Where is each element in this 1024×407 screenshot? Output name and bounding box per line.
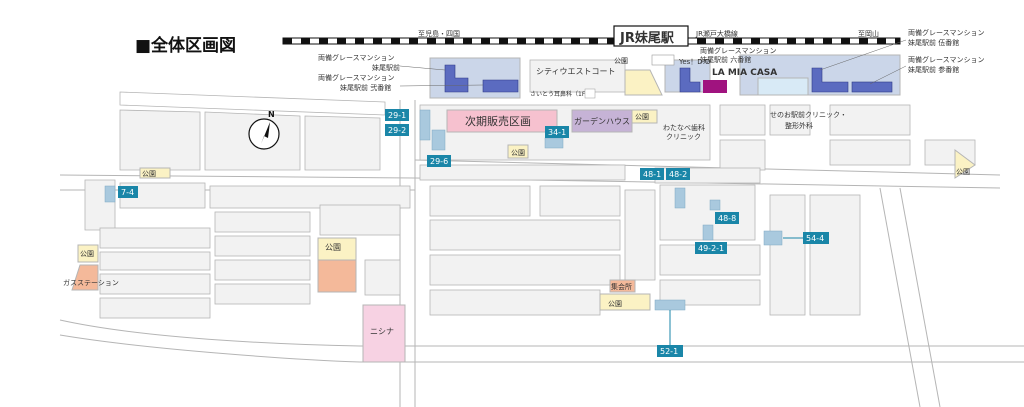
grace-5-leader [819,39,907,71]
community-park [599,293,651,311]
lot-48-8[interactable]: 48-8 [715,212,739,224]
grace-5-building [811,67,849,93]
next-sale-area [446,109,558,133]
gas-station-area [71,264,99,291]
lot-7-4-label: 7-4 [121,188,134,197]
seo-clinic-label-2: 整形外科 [785,121,813,130]
lot-29-6[interactable]: 29-6 [427,155,451,167]
la-mia-casa-label: LA MIA CASA [712,68,777,78]
watanabe-label-2: クリニック [666,133,701,141]
gas-station-label: ガスステーション [63,278,119,287]
lot-48-1-label: 48-1 [643,170,661,179]
middle-blocks [419,164,861,316]
rail-dest-left: 至児島・四国 [418,29,460,38]
lot-29-1[interactable]: 29-1 [385,109,409,121]
community-park-label: 公園 [608,300,622,308]
map-title: ■全体区画図 [135,35,236,56]
station-box [613,25,689,47]
left-top-park [139,167,171,179]
right-park-label: 公園 [956,168,970,176]
grace-1-label: 両備グレースマンション [318,53,394,62]
railway [282,37,901,45]
lot-parcels [104,109,783,311]
station-park [624,69,663,96]
saito-building [584,88,596,99]
lot-52-1[interactable]: 52-1 [657,345,683,357]
lot-48-2[interactable]: 48-2 [666,168,690,180]
la-mia-casa-building [703,80,727,93]
community-hall-label: 集会所 [611,282,632,291]
lot-29-6-label: 29-6 [430,157,448,166]
station-park-label: 公園 [614,57,628,65]
lot-54-4[interactable]: 54-4 [803,232,829,244]
grace-3-label: 両備グレースマンション [908,55,984,64]
north-label: N [268,110,275,119]
left-park-label: 公園 [80,250,94,258]
grace-2-leader [399,84,484,87]
grace-1-label-2: 妹尾駅前 [372,63,400,72]
nishina-label: ニシナ [370,327,394,336]
lot-7-4[interactable]: 7-4 [118,186,138,198]
lot-49-2-1-label: 49-2-1 [698,244,724,253]
big-park-lower [317,259,357,293]
lot-52-1-label: 52-1 [660,347,678,356]
grace-6-building [679,67,701,93]
lot-48-2-label: 48-2 [669,170,687,179]
garden-house-label: ガーデンハウス [574,116,630,126]
right-park [954,149,976,179]
seo-clinic-label: せのお駅前クリニック・ [770,110,847,119]
lot-34-1[interactable]: 34-1 [545,126,569,138]
grace-5-label-2: 妹尾駅前 伍番館 [908,38,959,47]
lot-49-2-1[interactable]: 49-2-1 [695,242,727,254]
grace-5-label: 両備グレースマンション [908,28,984,37]
lot-54-4-label: 54-4 [806,234,824,243]
left-top-park-label: 公園 [142,170,156,178]
nishina-area [362,304,406,363]
left-park [77,244,99,263]
yes-do-building [651,54,675,66]
rail-dest-right: 至岡山 [858,29,879,38]
yes-do-label: Yes！D.O [678,58,711,66]
left-blocks [84,109,411,319]
community-hall [609,279,636,293]
grace-3-label-2: 妹尾駅前 参番館 [908,65,959,74]
garden-park [631,109,658,124]
grace-2-label-2: 妹尾駅前 弐番館 [340,83,391,92]
lot-48-8-label: 48-8 [718,214,736,223]
grace-6-label: 両備グレースマンション [700,46,776,55]
saito-label: さいとう耳鼻科（1F） [530,90,591,98]
lot-29-1-label: 29-1 [388,111,406,120]
grace-3-building [851,81,893,93]
rail-line-name: JR瀬戸大橋線 [695,29,738,38]
grace-2-label: 両備グレースマンション [318,73,394,82]
big-park-label: 公園 [325,243,341,252]
lot-34-1-label: 34-1 [548,128,566,137]
mid-park [507,144,529,159]
lot-29-2[interactable]: 29-2 [385,124,409,136]
grace-2-building [482,79,519,93]
station-name: JR妹尾駅 [619,30,675,46]
garden-park-label: 公園 [635,113,649,121]
city-court-label: シティウエストコート [536,67,616,76]
grace-6-label-2: 妹尾駅前 六番館 [700,55,751,64]
mid-park-label: 公園 [511,149,525,157]
lot-29-2-label: 29-2 [388,126,406,135]
grace-1-leader [399,65,446,71]
north-arrow-icon: N [248,110,280,150]
lot-48-1[interactable]: 48-1 [640,168,664,180]
watanabe-label: わたなべ歯科 [663,123,705,132]
next-sale-label: 次期販売区画 [465,114,531,128]
grace-3-leader [869,65,907,85]
